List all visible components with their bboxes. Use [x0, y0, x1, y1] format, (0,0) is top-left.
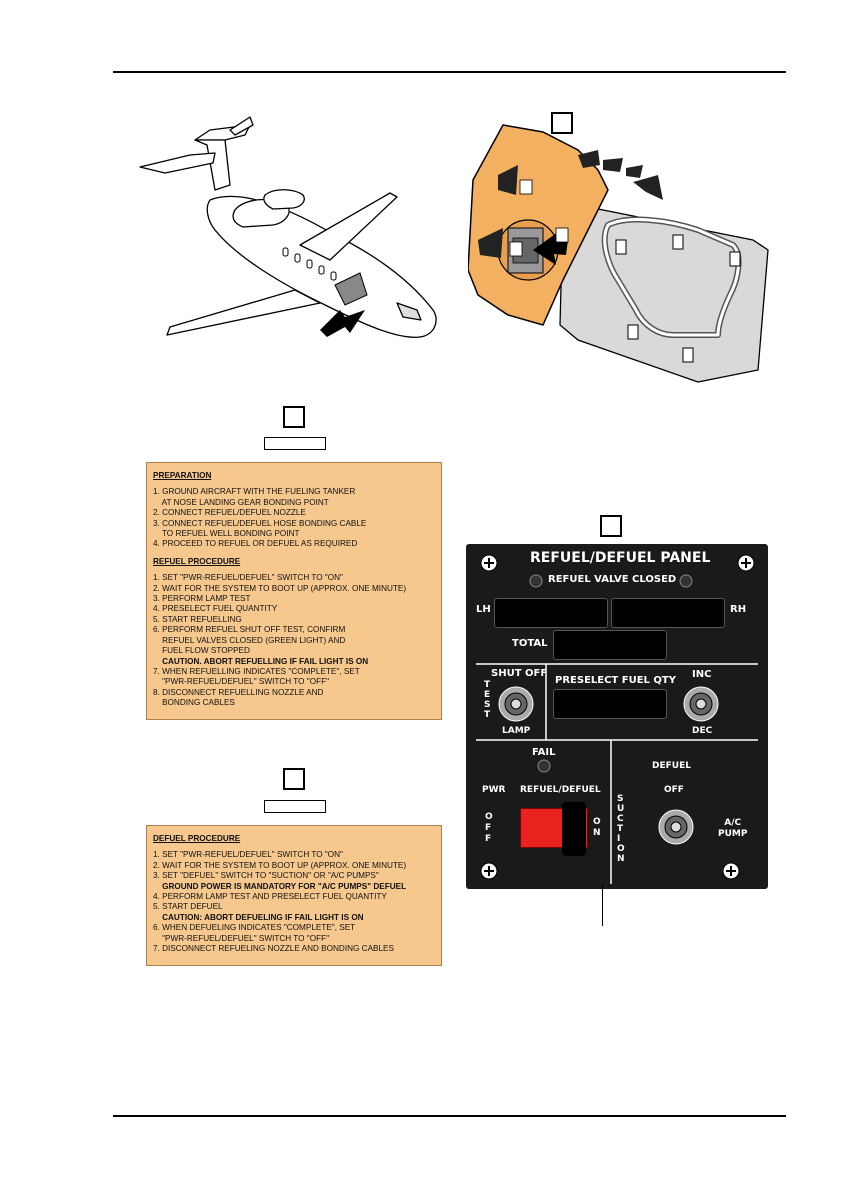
defuel-line: 2. WAIT FOR THE SYSTEM TO BOOT UP (APPRO… — [153, 860, 407, 870]
pwr-switch-base — [562, 802, 586, 856]
defuel-line: "PWR-REFUEL/DEFUEL" SWITCH TO "OFF" — [153, 933, 329, 943]
off-position-label: O F F — [485, 812, 493, 844]
fail-label: FAIL — [532, 747, 556, 758]
panel-screws — [476, 554, 758, 884]
preselect-quantity-display — [553, 689, 667, 719]
defuel-line: 7. DISCONNECT REFUELING NOZZLE AND BONDI… — [153, 944, 394, 954]
defuel-procedure-list: 1. SET "PWR-REFUEL/DEFUEL" SWITCH TO "ON… — [153, 850, 435, 954]
lamp-test-toggle[interactable] — [496, 684, 536, 724]
rh-label: RH — [730, 604, 747, 615]
prep-line: 4. PROCEED TO REFUEL OR DEFUEL AS REQUIR… — [153, 539, 358, 549]
proc-line: 2. WAIT FOR THE SYSTEM TO BOOT UP (APPRO… — [153, 583, 407, 593]
refuel-procedure-list: 1. SET "PWR-REFUEL/DEFUEL" SWITCH TO "ON… — [153, 573, 435, 708]
rh-quantity-display — [611, 598, 725, 628]
footer-rule — [113, 1115, 786, 1117]
refuel-procedure-heading: REFUEL PROCEDURE — [153, 556, 241, 566]
defuel-procedure-heading: DEFUEL PROCEDURE — [153, 834, 241, 843]
proc-line: 5. START REFUELLING — [153, 614, 242, 624]
prep-line: AT NOSE LANDING GEAR BONDING POINT — [153, 497, 329, 507]
lamp-label: LAMP — [502, 726, 531, 736]
pwr-label: PWR — [482, 785, 506, 795]
panel-leader-line — [602, 884, 603, 926]
proc-line: 1. SET "PWR-REFUEL/DEFUEL" SWITCH TO "ON… — [153, 573, 343, 583]
defuel-label-box — [264, 800, 326, 813]
inc-label: INC — [692, 669, 712, 680]
defuel-mode-toggle[interactable] — [656, 807, 696, 847]
refuel-defuel-switch-label: REFUEL/DEFUEL — [520, 785, 601, 795]
defuel-line: 4. PERFORM LAMP TEST AND PRESELECT FUEL … — [153, 892, 387, 902]
defuel-off-label: OFF — [664, 785, 684, 795]
proc-line: 7. WHEN REFUELLING INDICATES "COMPLETE",… — [153, 666, 360, 676]
preselect-inc-dec-toggle[interactable] — [681, 684, 721, 724]
preparation-heading: PREPARATION — [153, 471, 212, 480]
dec-label: DEC — [692, 726, 713, 736]
defuel-caution-line: CAUTION: ABORT DEFUELING IF FAIL LIGHT I… — [153, 912, 364, 922]
refuel-label-box — [264, 437, 326, 450]
defuel-label: DEFUEL — [652, 761, 691, 771]
defuel-line: 1. SET "PWR-REFUEL/DEFUEL" SWITCH TO "ON… — [153, 850, 343, 860]
defuel-line: 5. START DEFUEL — [153, 902, 223, 912]
aircraft-illustration — [139, 116, 437, 338]
lh-label: LH — [476, 604, 491, 615]
defuel-bold-line: GROUND POWER IS MANDATORY FOR "A/C PUMPS… — [153, 881, 407, 891]
total-quantity-display — [553, 630, 667, 660]
preselect-fuel-qty-label: PRESELECT FUEL QTY — [555, 675, 676, 686]
proc-line: 6. PERFORM REFUEL SHUT OFF TEST, CONFIRM — [153, 625, 346, 635]
defuel-placard: DEFUEL PROCEDURE 1. SET "PWR-REFUEL/DEFU… — [146, 825, 442, 966]
defuel-detail-callout — [283, 768, 305, 790]
refuel-detail-callout — [283, 406, 305, 428]
on-position-label: O N — [593, 817, 601, 838]
test-label: T E S T — [484, 680, 491, 720]
proc-line: BONDING CABLES — [153, 698, 235, 708]
panel-title: REFUEL/DEFUEL PANEL — [530, 550, 711, 566]
proc-line: REFUEL VALVES CLOSED (GREEN LIGHT) AND — [153, 635, 346, 645]
prep-line: 1. GROUND AIRCRAFT WITH THE FUELING TANK… — [153, 487, 356, 497]
defuel-line: 3. SET "DEFUEL" SWITCH TO "SUCTION" OR "… — [153, 871, 379, 881]
prep-line: 3. CONNECT REFUEL/DEFUEL HOSE BONDING CA… — [153, 518, 367, 528]
panel-detail-callout — [600, 515, 622, 537]
proc-line: 3. PERFORM LAMP TEST — [153, 594, 251, 604]
preparation-list: 1. GROUND AIRCRAFT WITH THE FUELING TANK… — [153, 487, 435, 549]
refuel-placard: PREPARATION 1. GROUND AIRCRAFT WITH THE … — [146, 462, 442, 720]
proc-line: FUEL FLOW STOPPED — [153, 646, 250, 656]
ac-pump-label: A/C PUMP — [718, 818, 748, 839]
prep-line: TO REFUEL WELL BONDING POINT — [153, 529, 300, 539]
proc-line: 8. DISCONNECT REFUELLING NOZZLE AND — [153, 687, 324, 697]
proc-line: 4. PRESELECT FUEL QUANTITY — [153, 604, 278, 614]
shut-off-label: SHUT OFF — [491, 668, 548, 679]
lh-quantity-display — [494, 598, 608, 628]
prep-line: 2. CONNECT REFUEL/DEFUEL NOZZLE — [153, 508, 306, 518]
total-label: TOTAL — [512, 638, 548, 649]
refuel-valve-closed-label: REFUEL VALVE CLOSED — [548, 574, 677, 585]
defuel-line: 6. WHEN DEFUELING INDICATES "COMPLETE", … — [153, 923, 356, 933]
header-rule — [113, 71, 786, 73]
refuel-access-detail — [468, 124, 769, 383]
proc-caution-line: CAUTION. ABORT REFUELLING IF FAIL LIGHT … — [153, 656, 369, 666]
suction-label: S U C T I O N — [617, 794, 625, 864]
proc-line: "PWR-REFUEL/DEFUEL" SWITCH TO "OFF" — [153, 677, 329, 687]
detail-callout-top — [551, 112, 573, 134]
refuel-defuel-panel: REFUEL/DEFUEL PANEL REFUEL VALVE CLOSED … — [466, 544, 768, 889]
